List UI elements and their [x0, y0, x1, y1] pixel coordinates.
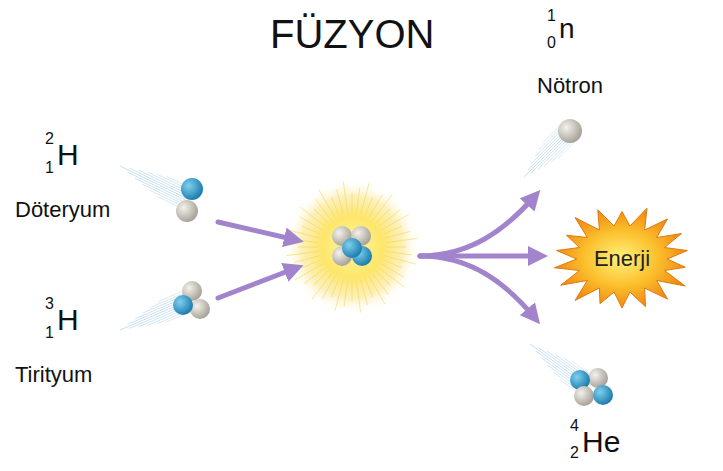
- glow-ray: [331, 197, 339, 215]
- element-symbol: H: [57, 140, 79, 170]
- glow-ray: [365, 278, 373, 296]
- atomic-number: 1: [45, 325, 54, 341]
- node-label: Enerji: [594, 248, 650, 270]
- motion-streaks: [120, 125, 597, 397]
- glow-ray: [356, 281, 360, 313]
- fused-nucleus: [332, 226, 372, 266]
- helium-nucleus: [570, 368, 613, 406]
- glow-ray: [319, 190, 335, 218]
- glow-ray: [298, 247, 318, 248]
- glow-ray: [386, 251, 412, 254]
- glow-ray: [344, 281, 347, 307]
- element-symbol: H: [57, 305, 79, 335]
- motion-streak: [135, 178, 188, 204]
- glow-ray: [376, 209, 390, 223]
- glow-ray: [386, 247, 406, 248]
- glow-ray: [336, 189, 343, 214]
- mass-number: 2: [45, 131, 54, 147]
- glow-ray: [322, 276, 335, 299]
- glow-ray: [361, 280, 368, 305]
- energy-burst: Enerji: [547, 203, 697, 315]
- motion-streak: [127, 172, 189, 202]
- glow-ray: [287, 251, 319, 255]
- glow-ray: [314, 271, 328, 285]
- glow-ray: [379, 210, 400, 226]
- glow-ray: [352, 193, 353, 213]
- glow-ray: [383, 226, 401, 234]
- glow-ray: [294, 256, 319, 263]
- reaction-arrows: [218, 196, 540, 318]
- glow-ray: [315, 199, 331, 220]
- glow-ray: [373, 274, 389, 295]
- atomic-number: 2: [570, 445, 579, 461]
- particle-name: Tirityum: [15, 364, 92, 386]
- glow-ray: [369, 195, 382, 218]
- glow-ray: [352, 281, 353, 301]
- glow-ray: [314, 209, 328, 223]
- glow-ray: [376, 271, 390, 285]
- glow-ray: [302, 260, 320, 268]
- element-symbol: He: [582, 427, 620, 457]
- mass-number: 3: [45, 296, 54, 312]
- glow-ray: [300, 217, 323, 230]
- mass-number: 1: [547, 8, 556, 24]
- tritium-nucleus: [173, 281, 210, 319]
- particle-name: Döteryum: [15, 199, 110, 221]
- glow-rays: [287, 182, 418, 313]
- diagram-title: FÜZYON: [270, 14, 434, 54]
- glow-ray: [304, 268, 325, 284]
- glow-ray: [356, 188, 359, 214]
- fusion-glow: [284, 179, 420, 315]
- element-symbol: n: [559, 15, 575, 43]
- atomic-number: 1: [45, 160, 54, 176]
- glow-ray: [381, 214, 409, 230]
- motion-streak: [543, 125, 561, 143]
- particle-name: Nötron: [537, 75, 603, 97]
- neutron-ball: [558, 119, 582, 143]
- motion-streak: [129, 168, 191, 198]
- glow-ray: [386, 238, 418, 242]
- glow-ray: [369, 276, 385, 304]
- atomic-number: 0: [547, 35, 556, 51]
- mass-number: 4: [570, 418, 579, 434]
- deuterium-nucleus: [176, 178, 203, 222]
- glow-ray: [381, 264, 404, 277]
- glow-ray: [295, 264, 323, 280]
- glow-ray: [343, 182, 347, 214]
- glow-ray: [385, 231, 410, 238]
- starburst-outline: [554, 208, 687, 308]
